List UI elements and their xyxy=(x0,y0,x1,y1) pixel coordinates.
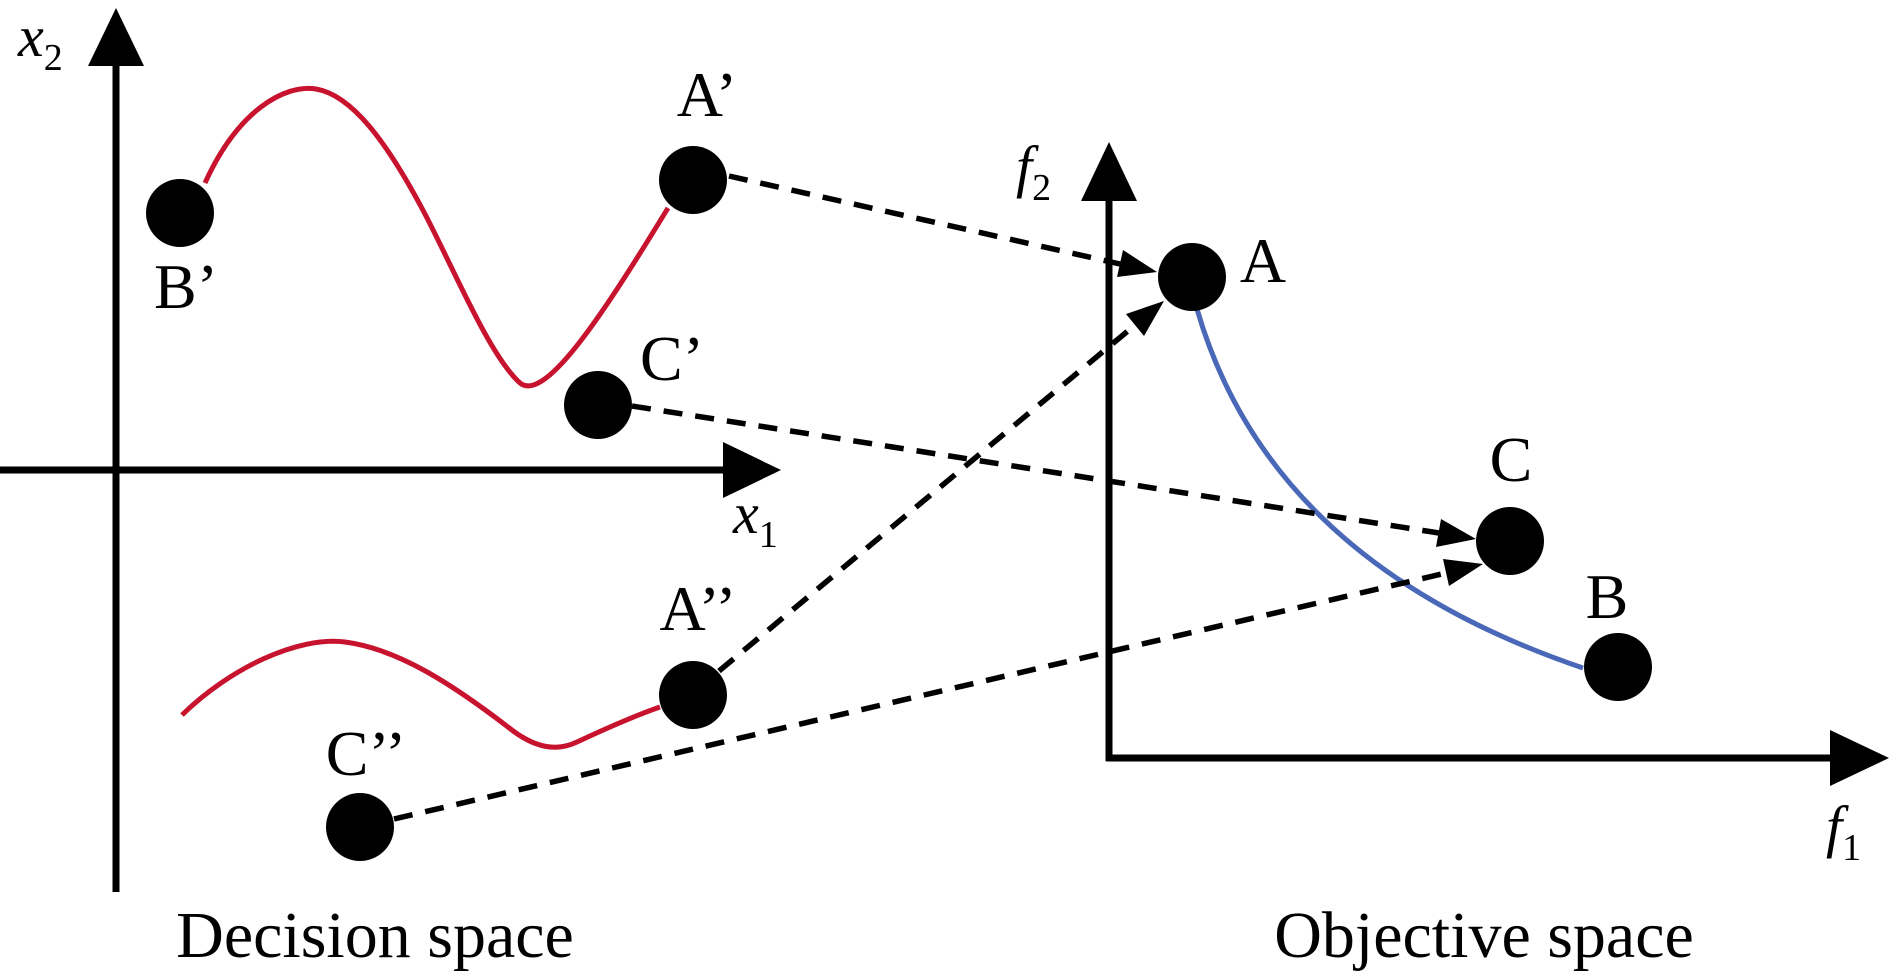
objective-x-axis-label: f1 xyxy=(1826,794,1861,869)
label-c-prime: C’ xyxy=(640,323,704,394)
objective-y-axis-arrowhead-icon xyxy=(1081,142,1137,201)
mapping-arrow-a-prime-to-a xyxy=(728,173,1157,277)
point-a-double-prime xyxy=(659,661,727,729)
point-c-prime xyxy=(564,371,632,439)
decision-curve-upper xyxy=(202,85,671,389)
point-a-prime xyxy=(659,146,727,214)
mapping-arrowhead-a-double-prime-to-a-icon xyxy=(1126,301,1164,336)
mapping-line-c-double-prime-to-c xyxy=(393,570,1447,822)
decision-x-axis-label-main: x xyxy=(732,481,759,546)
label-a: A xyxy=(1240,225,1286,296)
mapping-arrowhead-a-prime-to-a-icon xyxy=(1117,250,1157,277)
decision-y-axis-label-sub: 2 xyxy=(44,37,63,79)
mapping-line-a-prime-to-a xyxy=(728,173,1121,267)
decision-x-axis-arrowhead-icon xyxy=(723,442,781,498)
mapping-arrow-c-prime-to-c xyxy=(631,403,1476,547)
decision-y-axis-arrowhead-icon xyxy=(88,8,144,66)
mapping-line-a-double-prime-to-a xyxy=(717,322,1137,674)
point-c xyxy=(1476,507,1544,575)
mapping-arrowhead-c-prime-to-c-icon xyxy=(1436,519,1476,547)
decision-space-caption: Decision space xyxy=(176,899,574,972)
label-c: C xyxy=(1490,424,1533,495)
point-b xyxy=(1584,633,1652,701)
point-b-prime xyxy=(146,179,214,247)
label-a-prime: A’ xyxy=(677,59,737,130)
label-c-double-prime: C’’ xyxy=(326,718,407,789)
label-a-double-prime: A’’ xyxy=(660,573,737,644)
objective-x-axis-label-sub: 1 xyxy=(1842,827,1861,869)
objective-x-axis-arrowhead-icon xyxy=(1830,730,1889,786)
mapping-arrowhead-c-double-prime-to-c-icon xyxy=(1443,559,1483,586)
objective-space-caption: Objective space xyxy=(1274,899,1694,972)
mapping-arrow-c-double-prime-to-c xyxy=(393,559,1483,822)
point-a xyxy=(1158,243,1226,311)
point-c-double-prime xyxy=(326,793,394,861)
objective-y-axis-label: f2 xyxy=(1016,134,1051,209)
decision-y-axis-label-main: x xyxy=(17,4,44,69)
objective-y-axis-label-sub: 2 xyxy=(1032,167,1051,209)
label-b: B xyxy=(1586,561,1629,632)
decision-x-axis-label: x1 xyxy=(732,481,778,556)
label-b-prime: B’ xyxy=(154,251,218,322)
mapping-line-c-prime-to-c xyxy=(631,403,1440,536)
decision-y-axis-label: x2 xyxy=(17,4,63,79)
decision-curve-lower xyxy=(180,638,661,750)
decision-x-axis-label-sub: 1 xyxy=(759,514,778,556)
pareto-front-curve xyxy=(1194,308,1584,671)
mapping-arrow-a-double-prime-to-a xyxy=(717,301,1164,674)
